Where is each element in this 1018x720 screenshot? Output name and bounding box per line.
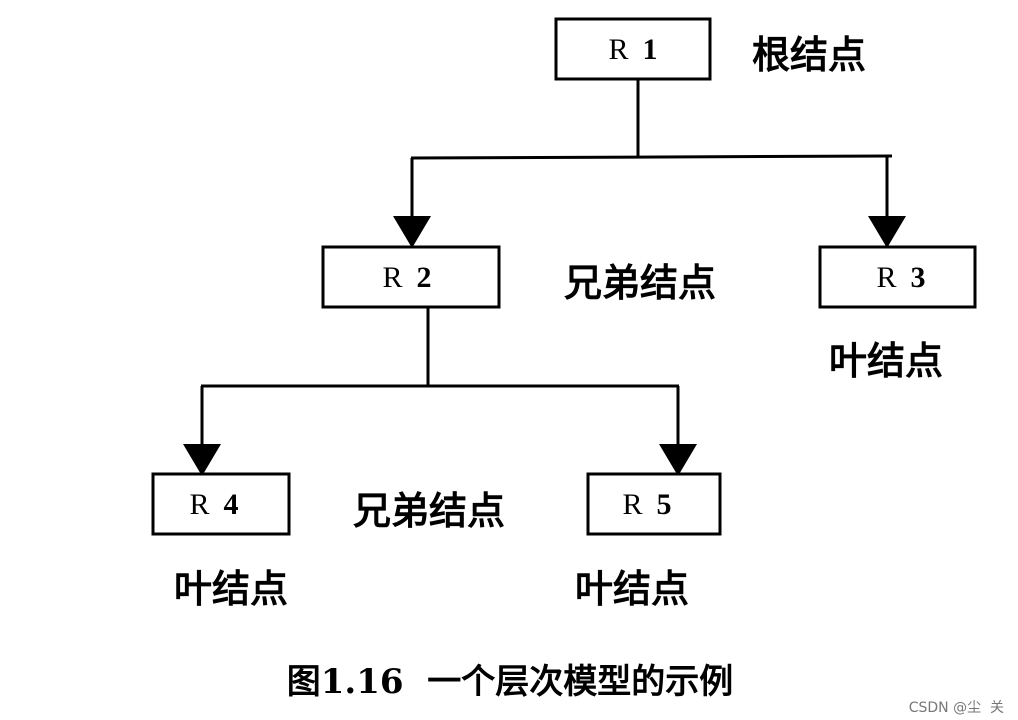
watermark: CSDN @尘 关 [909, 700, 1004, 716]
arrow-to-r4 [183, 444, 221, 476]
node-r5-box [586, 472, 722, 536]
arrow-to-r5 [659, 444, 697, 476]
node-r2-box [321, 245, 501, 309]
arrow-to-r3 [868, 216, 906, 248]
note-leaf-r3: 叶结点 [829, 339, 943, 383]
edge-r1-bar [410, 154, 893, 160]
note-sibling-upper: 兄弟结点 [564, 261, 716, 305]
arrow-to-r2 [393, 216, 431, 248]
node-r3-box [818, 245, 977, 309]
node-r1-box [554, 17, 712, 81]
figure-caption: 图1.16 一个层次模型的示例 [287, 662, 733, 702]
note-root: 根结点 [752, 33, 866, 77]
note-leaf-r4: 叶结点 [174, 567, 288, 611]
note-leaf-r5: 叶结点 [575, 567, 689, 611]
note-sibling-lower: 兄弟结点 [353, 489, 505, 533]
node-r4-box [151, 472, 291, 536]
